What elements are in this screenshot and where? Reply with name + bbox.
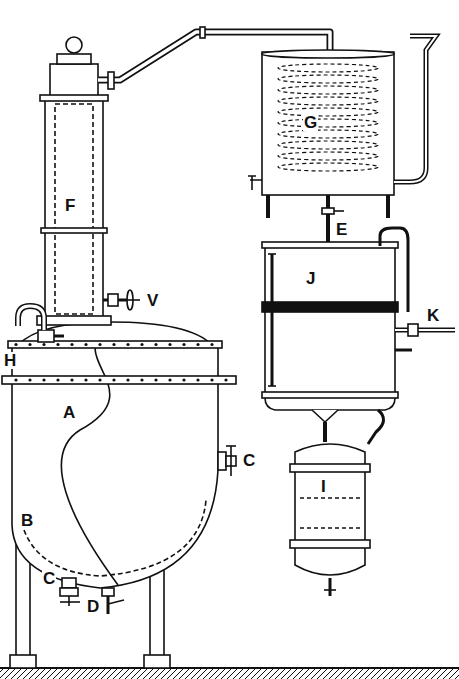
coil-winding — [278, 108, 378, 116]
bolt — [42, 378, 45, 381]
bolt — [112, 378, 115, 381]
part-letter: G — [303, 114, 318, 131]
bolt — [154, 378, 157, 381]
part-letter: D — [86, 598, 100, 615]
condenser-g — [248, 36, 436, 218]
valve-v — [103, 290, 140, 310]
bolt — [210, 343, 213, 346]
column-head-flange — [40, 95, 108, 101]
d-tap — [102, 588, 124, 614]
bolt — [84, 343, 87, 346]
part-letter: H — [3, 352, 17, 369]
coil-winding — [278, 75, 378, 83]
vessel-i — [290, 444, 370, 596]
bolt — [168, 378, 171, 381]
coil-winding — [278, 163, 378, 171]
bolt — [196, 343, 199, 346]
part-letter: J — [305, 270, 316, 287]
bolt — [210, 378, 213, 381]
bolt — [98, 378, 101, 381]
bolt — [154, 343, 157, 346]
bolt — [14, 343, 17, 346]
bolt — [140, 343, 143, 346]
bolt — [28, 343, 31, 346]
bolt — [182, 343, 185, 346]
c-fitting-lower — [60, 578, 80, 606]
ground-hatch — [0, 668, 459, 679]
column-cap — [57, 54, 91, 64]
coil-winding — [278, 130, 378, 138]
coil-winding — [278, 64, 378, 72]
bolt — [196, 378, 199, 381]
part-letter: K — [426, 307, 440, 324]
bolt — [112, 343, 115, 346]
bolt — [182, 378, 185, 381]
column-shell — [45, 98, 103, 320]
coil-winding — [278, 97, 378, 105]
coil-winding — [278, 119, 378, 127]
part-letter: B — [20, 512, 34, 529]
column-inner — [55, 104, 93, 314]
bolt — [224, 378, 227, 381]
bolt — [28, 378, 31, 381]
coil-winding — [278, 86, 378, 94]
bolt — [126, 378, 129, 381]
bolt — [14, 378, 17, 381]
column-base-flange — [37, 316, 111, 325]
bolt — [84, 378, 87, 381]
flange-bolts — [14, 343, 227, 382]
part-letter: V — [146, 292, 159, 309]
bolt — [140, 378, 143, 381]
part-letter: E — [335, 221, 348, 238]
part-letter: C — [242, 452, 256, 469]
c-fitting-right — [218, 446, 236, 476]
middle-flange — [2, 376, 236, 384]
part-letter: C — [42, 570, 56, 587]
column-knob — [66, 37, 82, 53]
bolt — [126, 343, 129, 346]
bolt — [168, 343, 171, 346]
coil-winding — [278, 152, 378, 160]
part-letter: F — [64, 197, 76, 214]
receiver-j — [262, 228, 455, 444]
kettle-cutaway — [61, 332, 118, 585]
h-fitting — [18, 306, 64, 342]
bolt — [42, 343, 45, 346]
part-letter: A — [62, 404, 76, 421]
part-letter: I — [320, 478, 327, 495]
column-mid-ring — [41, 228, 107, 233]
kettle-inner-bottom — [24, 500, 206, 576]
bolt — [70, 343, 73, 346]
bolt — [98, 343, 101, 346]
ground-line — [0, 667, 459, 669]
bolt — [56, 343, 59, 346]
column-head — [50, 64, 98, 98]
coil-winding — [278, 141, 378, 149]
bolt — [56, 378, 59, 381]
bolt — [70, 378, 73, 381]
